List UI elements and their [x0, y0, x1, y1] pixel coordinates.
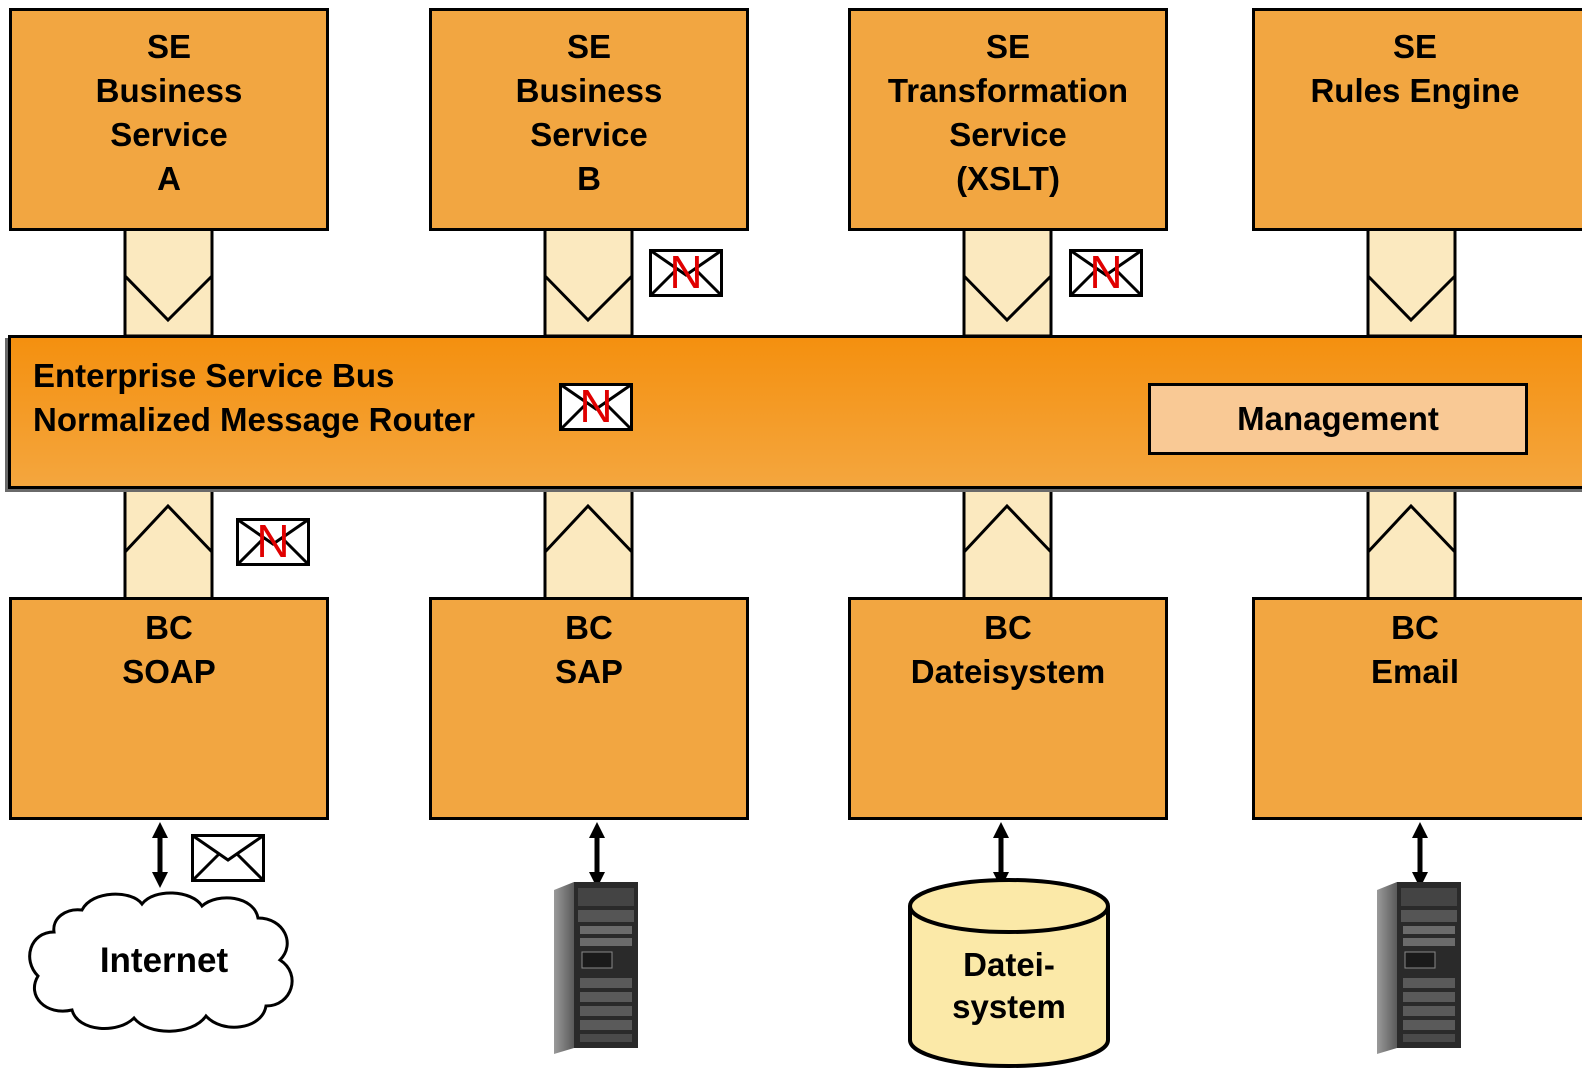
se-transformation-service: SE Transformation Service (XSLT) [848, 8, 1168, 231]
se-name-line: Business [515, 72, 663, 109]
double-arrow-icon [152, 822, 168, 888]
se-type-label: SE [1392, 28, 1438, 65]
se-name-line: Service [110, 116, 228, 153]
se-name-line: Transformation [887, 72, 1129, 109]
bc-soap: BC SOAP [9, 597, 329, 820]
normalized-message-envelope-icon: N [649, 246, 723, 298]
se-type-label: SE [146, 28, 192, 65]
filesystem-label-line: system [952, 988, 1066, 1025]
normalized-message-envelope-icon: N [236, 515, 310, 567]
management-box: Management [1148, 383, 1528, 455]
se-name-line: Service [949, 116, 1067, 153]
bc-dateisystem: BC Dateisystem [848, 597, 1168, 820]
se-business-service-b: SE Business Service B [429, 8, 749, 231]
bus-title: Enterprise Service Bus [33, 357, 395, 394]
se-name-line: Business [95, 72, 243, 109]
bc-type-label: BC [565, 609, 613, 646]
se-business-service-a: SE Business Service A [9, 8, 329, 231]
bc-name-line: SOAP [122, 653, 216, 690]
filesystem-database-icon [908, 878, 1110, 1068]
normalized-message-envelope-icon: N [559, 380, 633, 432]
bus-subtitle: Normalized Message Router [33, 401, 475, 438]
se-name-line: B [577, 160, 601, 197]
server-rack-icon [554, 882, 638, 1054]
bc-name-line: Dateisystem [910, 653, 1106, 690]
filesystem-label-line: Datei- [963, 946, 1055, 983]
se-name-line: Rules Engine [1310, 72, 1520, 109]
bc-type-label: BC [984, 609, 1032, 646]
normalized-marker: N [1089, 246, 1123, 298]
se-name-line: Service [530, 116, 648, 153]
envelope-icon [191, 834, 265, 882]
normalized-marker: N [579, 380, 613, 432]
filesystem-label: Datei- system [906, 944, 1112, 1028]
bc-sap: BC SAP [429, 597, 749, 820]
internet-cloud-icon [28, 891, 294, 1033]
se-rules-engine: SE Rules Engine [1252, 8, 1582, 231]
bc-email: BC Email [1252, 597, 1582, 820]
double-arrow-icon [1412, 822, 1428, 888]
double-arrow-icon [589, 822, 605, 888]
se-type-label: SE [566, 28, 612, 65]
se-name-line: A [157, 160, 181, 197]
normalized-marker: N [669, 246, 703, 298]
internet-label: Internet [99, 941, 229, 980]
se-name-line: (XSLT) [956, 160, 1060, 197]
normalized-marker: N [256, 515, 290, 567]
normalized-message-envelope-icon: N [1069, 246, 1143, 298]
bc-name-line: SAP [555, 653, 623, 690]
se-type-label: SE [985, 28, 1031, 65]
bc-type-label: BC [1391, 609, 1439, 646]
server-rack-icon [1377, 882, 1461, 1054]
bc-name-line: Email [1370, 653, 1460, 690]
bc-type-label: BC [145, 609, 193, 646]
